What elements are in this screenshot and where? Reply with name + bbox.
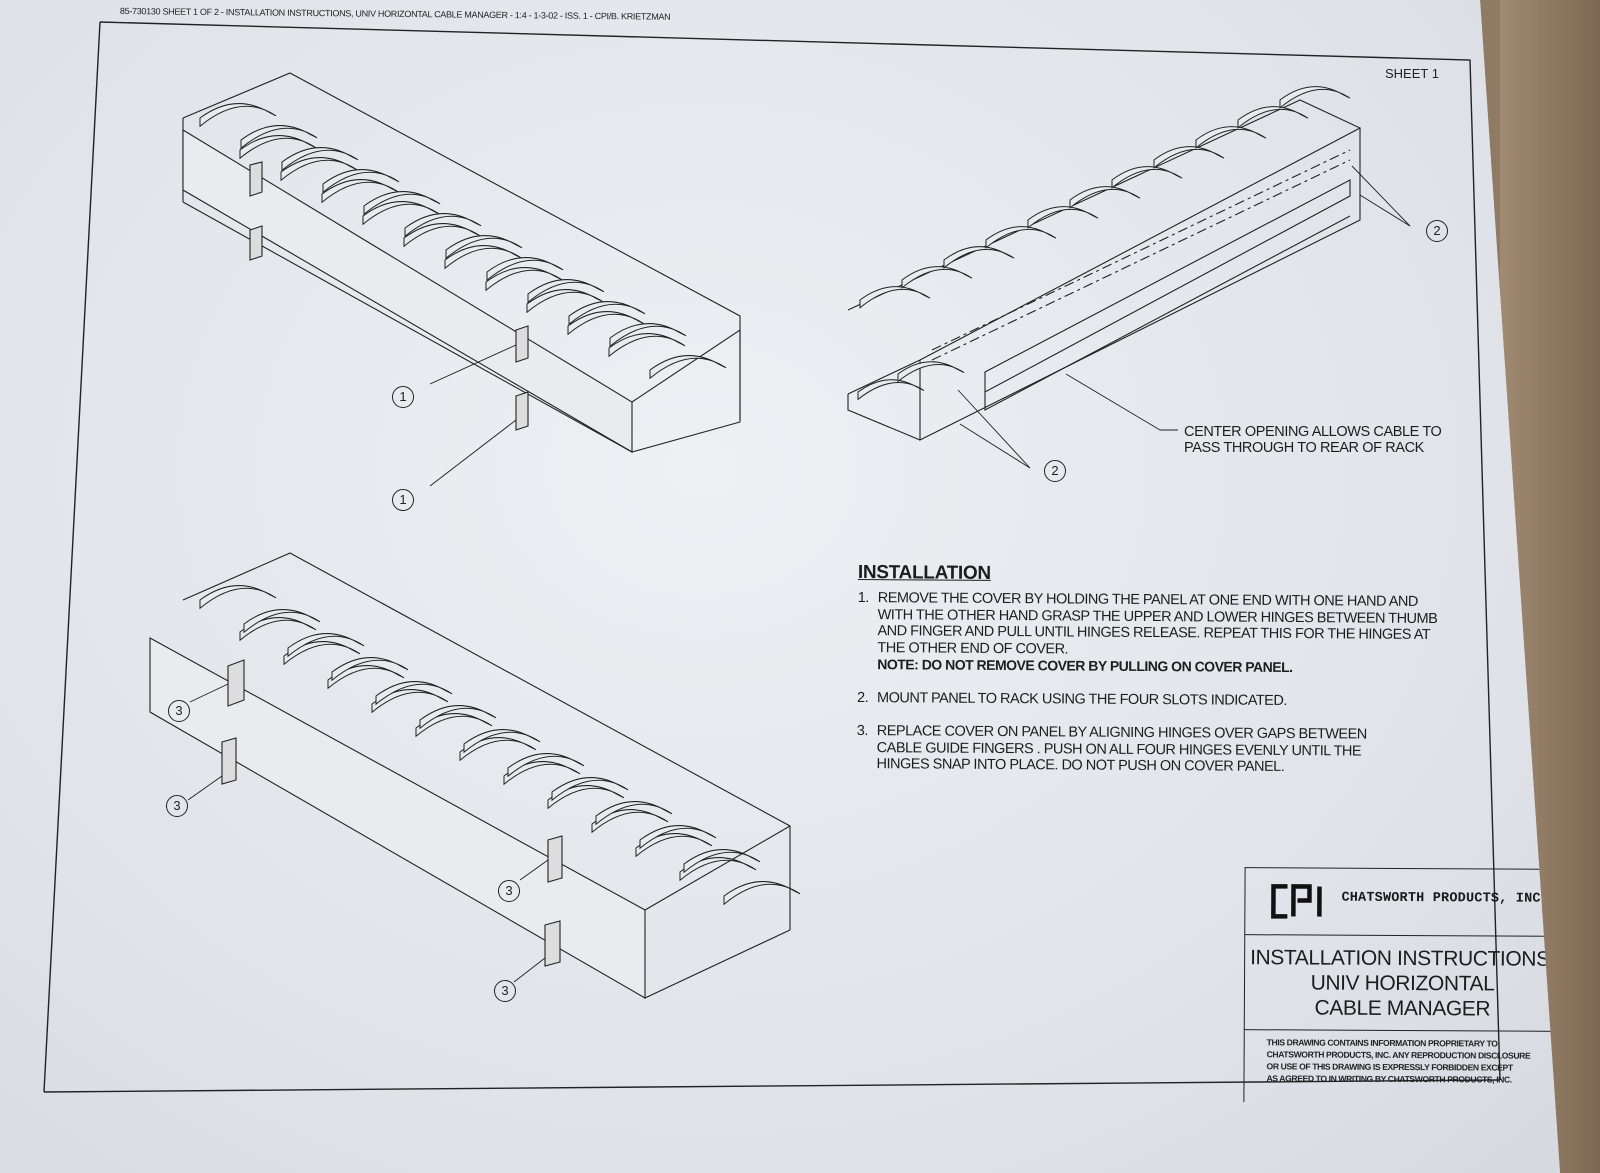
- cable-guide-finger: [503, 761, 581, 786]
- callout-3-b: 3: [166, 795, 188, 817]
- cable-guide-finger: [1027, 206, 1099, 229]
- cable-guide-finger: [635, 833, 713, 858]
- cable-guide-finger: [281, 147, 359, 172]
- cable-guide-finger: [199, 585, 277, 610]
- cable-guide-finger: [199, 103, 277, 128]
- cable-guide-finger: [243, 609, 321, 634]
- title-block: CHATSWORTH PRODUCTS, INC. INSTALLATION I…: [1243, 867, 1560, 1104]
- step-text: REMOVE THE COVER BY HOLDING THE PANEL AT…: [877, 590, 1438, 657]
- cpi-logo: [1271, 884, 1322, 919]
- cable-guide-finger: [363, 191, 441, 216]
- cable-guide-finger: [639, 825, 717, 850]
- callout-3-c: 3: [498, 880, 520, 902]
- cable-guide-finger: [595, 801, 673, 826]
- cable-guide-finger: [331, 657, 409, 682]
- cable-guide-finger: [568, 301, 646, 326]
- callout-2-right: 2: [1426, 220, 1448, 242]
- step-number: 2.: [856, 689, 869, 706]
- center-opening-line-1: CENTER OPENING ALLOWS CABLE TO: [1184, 424, 1442, 440]
- cable-guide-finger: [857, 379, 925, 401]
- cable-guide-finger: [683, 849, 761, 874]
- title-line-3: CABLE MANAGER: [1314, 996, 1491, 1021]
- cable-manager-view-1: [182, 72, 741, 487]
- installation-step-2: 2. MOUNT PANEL TO RACK USING THE FOUR SL…: [857, 689, 1497, 710]
- cable-guide-finger: [486, 257, 564, 282]
- cable-guide-finger: [445, 235, 523, 260]
- cable-guide-finger: [679, 857, 757, 882]
- drawing-sheet: 85-730130 SHEET 1 OF 2 - INSTALLATION IN…: [0, 0, 1560, 1173]
- cable-guide-finger: [240, 125, 318, 150]
- cable-guide-finger: [1153, 146, 1225, 169]
- cable-guide-finger: [507, 753, 585, 778]
- center-opening-note: CENTER OPENING ALLOWS CABLE TO PASS THRO…: [1184, 424, 1442, 456]
- disclaimer-line: AS AGREED TO IN WRITING BY CHATSWORTH PR…: [1266, 1073, 1512, 1085]
- sheet-border: [43, 21, 1501, 1093]
- cable-guide-finger: [1111, 166, 1183, 189]
- cable-guide-finger: [1279, 86, 1351, 109]
- callout-1-bottom: 1: [392, 489, 414, 511]
- cable-guide-finger: [287, 633, 365, 658]
- cable-guide-finger: [723, 881, 801, 906]
- cable-guide-finger: [415, 713, 493, 738]
- callout-2-left: 2: [1044, 460, 1066, 482]
- cable-guide-finger: [327, 665, 405, 690]
- callout-3-d: 3: [494, 980, 516, 1002]
- cable-guide-finger: [371, 689, 449, 714]
- cable-guide-finger: [551, 777, 629, 802]
- proprietary-disclaimer: THIS DRAWING CONTAINS INFORMATION PROPRI…: [1243, 1030, 1560, 1104]
- cable-guide-finger: [1195, 126, 1267, 149]
- cable-guide-finger: [419, 705, 497, 730]
- cable-guide-finger: [591, 809, 669, 834]
- cable-guide-finger: [608, 333, 686, 358]
- step-text: MOUNT PANEL TO RACK USING THE FOUR SLOTS…: [876, 689, 1287, 709]
- step-number: 3.: [856, 722, 868, 740]
- cable-guide-finger: [283, 641, 361, 666]
- sheet-number-label: SHEET 1: [1385, 66, 1439, 81]
- center-opening-line-2: PASS THROUGH TO REAR OF RACK: [1184, 440, 1424, 456]
- cable-manager-view-3: [149, 552, 791, 999]
- installation-step-1: 1. REMOVE THE COVER BY HOLDING THE PANEL…: [857, 590, 1498, 677]
- cable-guide-finger: [649, 355, 727, 380]
- callout-3-a: 3: [168, 700, 190, 722]
- cable-guide-finger: [322, 169, 400, 194]
- cable-guide-finger: [459, 737, 537, 762]
- cable-guide-finger: [943, 246, 1015, 269]
- cable-guide-finger: [859, 286, 931, 309]
- step-number: 1.: [857, 589, 869, 607]
- title-line-2: UNIV HORIZONTAL: [1310, 971, 1495, 996]
- cable-guide-finger: [1237, 106, 1309, 129]
- cable-guide-finger: [1069, 186, 1141, 209]
- cable-guide-finger: [239, 617, 317, 642]
- installation-heading: INSTALLATION: [857, 562, 991, 584]
- technical-drawing: [43, 21, 1501, 1093]
- cable-guide-finger: [463, 729, 541, 754]
- installation-step-3: 3. REPLACE COVER ON PANEL BY ALIGNING HI…: [857, 723, 1497, 777]
- cable-guide-finger: [985, 226, 1057, 249]
- title-block-company-row: CHATSWORTH PRODUCTS, INC.: [1244, 867, 1560, 937]
- cable-guide-finger: [375, 681, 453, 706]
- title-block-title: INSTALLATION INSTRUCTIONS, UNIV HORIZONT…: [1243, 935, 1560, 1032]
- title-line-1: INSTALLATION INSTRUCTIONS,: [1250, 946, 1556, 971]
- callout-1-top: 1: [392, 386, 414, 408]
- cable-guide-finger: [527, 279, 605, 304]
- cable-manager-view-2: [847, 99, 1411, 469]
- company-name: CHATSWORTH PRODUCTS, INC.: [1341, 890, 1550, 907]
- installation-section: INSTALLATION 1. REMOVE THE COVER BY HOLD…: [856, 562, 1498, 794]
- cable-guide-finger: [897, 361, 965, 383]
- cable-guide-finger: [901, 266, 973, 289]
- step-text: REPLACE COVER ON PANEL BY ALIGNING HINGE…: [876, 723, 1367, 775]
- cable-guide-finger: [404, 213, 482, 238]
- cable-guide-finger: [547, 785, 625, 810]
- cable-guide-finger: [609, 323, 687, 348]
